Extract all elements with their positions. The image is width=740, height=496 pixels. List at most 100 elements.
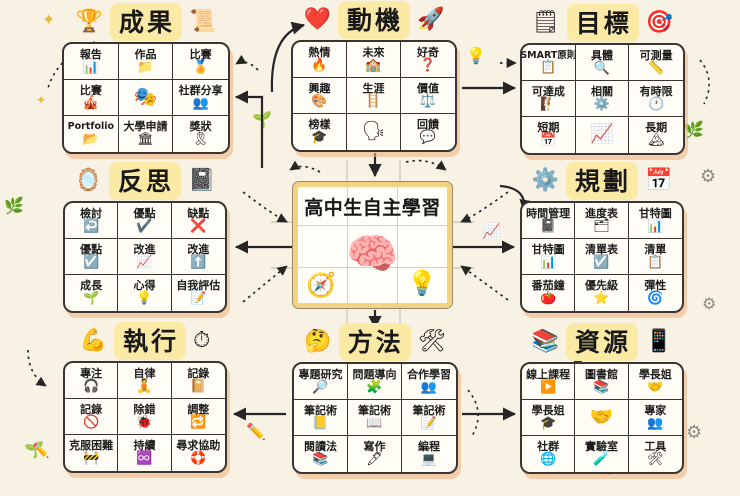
compass-icon: 🧭 xyxy=(306,271,336,299)
headphones-icon: 🎧 xyxy=(83,378,100,394)
cell-label: 改進 xyxy=(133,242,156,256)
cell-label: 清單 xyxy=(644,242,667,256)
cell-label: 專注 xyxy=(80,366,103,380)
grid-cell: 可測量📏 xyxy=(629,45,683,81)
section-header: 🏆成果📜 xyxy=(62,3,230,41)
up-arrow-icon: ⬆️ xyxy=(190,254,207,270)
grid-cell: 專題研究🔎 xyxy=(294,364,348,400)
cell-label: Portfolio xyxy=(67,121,115,133)
school-building-icon: 🏫 xyxy=(365,57,382,73)
infinity-icon: ♾️ xyxy=(136,451,153,467)
grid-cell: 記錄📔 xyxy=(171,363,225,399)
clipboard-list-icon: 📋 xyxy=(647,254,664,270)
calendar-icon: 📅 xyxy=(645,168,673,193)
grid-cell: 好奇❓ xyxy=(401,42,455,78)
grid-cell: 記錄🚫 xyxy=(65,399,119,435)
cell-label: 優點 xyxy=(80,242,103,256)
section-methods: 🤔方法🛠專題研究🔎問題導向🧩合作學習👥筆記術📒筆記術📖筆記術📝閱讀法📚寫作🖊編程… xyxy=(292,323,458,474)
grid-cell: 價值⚖️ xyxy=(401,78,455,114)
mentorship-icon: 🤝 xyxy=(589,405,614,428)
tablet-icon: 📱 xyxy=(645,329,673,354)
section-title: 規劃 xyxy=(565,162,638,200)
cell-label: 有時限 xyxy=(639,84,673,98)
grid-cell: 興趣🎨 xyxy=(293,78,347,114)
cell-label: 清單表 xyxy=(584,242,618,256)
section-title: 方法 xyxy=(338,323,411,361)
cell-label: 好奇 xyxy=(417,45,439,59)
grid-cell: 榜樣🎓 xyxy=(293,114,347,150)
pencil-icon: ✏️ xyxy=(246,422,266,441)
magnifier-icon: 🔍 xyxy=(593,60,611,76)
note-pencil-icon: 📝 xyxy=(420,415,438,431)
grid-cell: 時間管理📓 xyxy=(522,203,576,239)
grid-cell: 報告📊 xyxy=(64,44,119,80)
gear-icon: ⚙ xyxy=(702,294,717,313)
notebook-icon: 📔 xyxy=(190,378,207,394)
grid-cell: 社群分享👥 xyxy=(173,80,228,116)
sprout-icon: 🌱 xyxy=(83,291,100,307)
section-header: 📚資源📱 xyxy=(520,323,684,361)
climber-icon: 🧗 xyxy=(540,96,557,112)
portfolio-folder-icon: 📂 xyxy=(82,131,99,147)
grid-cell: 閱讀法📚 xyxy=(294,436,348,472)
open-book-pencil-icon: 📖 xyxy=(366,415,383,431)
grid-cell: 作品📁 xyxy=(118,44,174,80)
section-header: ❤️動機🚀 xyxy=(291,1,457,39)
cell-label: 自律 xyxy=(133,366,156,380)
code-window-icon: 💻 xyxy=(420,452,438,468)
growth-arrow-icon: 📈 xyxy=(590,123,614,146)
tomato-icon: 🍅 xyxy=(540,291,557,307)
cell-label: 持續 xyxy=(133,439,156,453)
cell-label: 改進 xyxy=(187,242,210,256)
university-gate-icon: 🏛 xyxy=(137,132,154,148)
grid-cell: 尋求協助🛟 xyxy=(172,435,225,471)
cell-label: 熱情 xyxy=(308,45,331,59)
people-network-icon: 🌐 xyxy=(540,452,557,468)
grid-cell: Portfolio📂 xyxy=(64,116,119,152)
sprout-icon: 🌱 xyxy=(252,110,272,129)
back-arrow-icon: ↩️ xyxy=(83,218,100,234)
cell-label: 進度表 xyxy=(584,206,618,220)
section-grid: 檢討↩️優點✔️缺點❌優點☑️改進📈改進⬆️成長🌱心得💡自我評估📝 xyxy=(63,201,227,313)
puzzle-icon: 🧩 xyxy=(366,379,383,395)
cell-label: 番茄鐘 xyxy=(531,279,565,293)
cell-label: 興趣 xyxy=(308,81,331,95)
bulb-icon: 💡 xyxy=(466,46,486,65)
cell-label: 筆記術 xyxy=(358,403,391,417)
section-title: 成果 xyxy=(109,3,182,41)
grid-cell: 線上課程▶️ xyxy=(522,364,576,400)
cell-label: 閱讀法 xyxy=(304,440,337,454)
grid-cell: 番茄鐘🍅 xyxy=(522,275,576,311)
grid-cell: 優先級⭐ xyxy=(575,275,629,311)
ruler-icon: 📏 xyxy=(648,60,665,76)
clock-icon: 🕐 xyxy=(648,96,665,112)
stars-icon: ⭐ xyxy=(593,291,610,307)
grid-cell: 編程💻 xyxy=(402,436,456,472)
bulb-icon: 💡 xyxy=(136,291,153,307)
target-icon: 🎯 xyxy=(645,10,674,35)
gears-icon: ⚙️ xyxy=(531,168,559,193)
grad-cap-icon: 🎓 xyxy=(540,415,557,431)
grid-cell: 社群🌐 xyxy=(522,436,576,472)
brain-icon: 🧠 xyxy=(346,229,399,279)
grid-cell: 比賽🏅 xyxy=(173,44,228,80)
cell-label: SMART原則 xyxy=(520,49,577,61)
handshake-icon: 🤝 xyxy=(647,379,664,395)
cell-label: 優先級 xyxy=(584,279,618,293)
grid-cell: 相關⚙️ xyxy=(575,81,630,117)
notebook-pencil-icon: 📓 xyxy=(188,168,216,193)
wrench-tools-icon: 🛠 xyxy=(417,329,446,354)
question-icon: ❓ xyxy=(419,57,437,73)
stage-icon: 🎪 xyxy=(82,95,99,111)
cell-label: 圖書館 xyxy=(584,367,618,381)
cell-label: 獎狀 xyxy=(189,120,212,134)
section-grid: 時間管理📓進度表🗂甘特圖📊甘特圖📊清單表☑️清單📋番茄鐘🍅優先級⭐彈性🌀 xyxy=(520,201,684,313)
gears-icon: ⚙️ xyxy=(593,96,611,112)
cell-label: 合作學習 xyxy=(407,367,451,381)
pencil-icon: ✏️ xyxy=(32,443,50,459)
gear-icon: ⚙ xyxy=(700,166,717,187)
heart-icon: ❤️ xyxy=(303,7,331,32)
cell-label: 除錯 xyxy=(133,402,156,416)
bar-chart-icon: 📊 xyxy=(647,218,664,234)
cell-label: 調整 xyxy=(187,402,210,416)
